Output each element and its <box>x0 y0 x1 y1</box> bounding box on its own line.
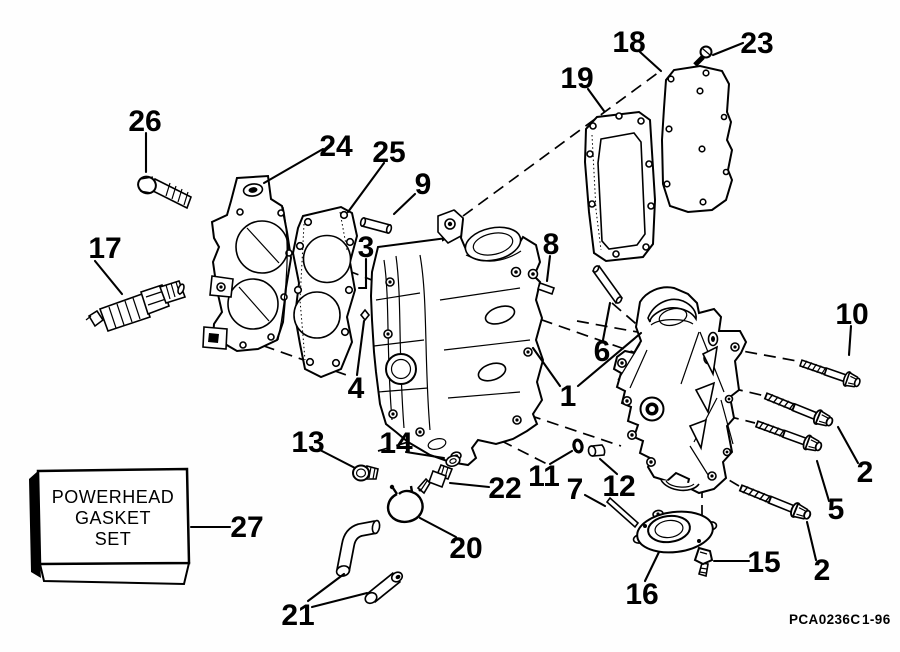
callouts-layer: 1 2 2 3 4 5 6 7 8 9 10 11 12 13 14 15 16… <box>88 26 873 632</box>
flange-bolt-2-lower-drawing <box>737 480 814 524</box>
callout-leader-lines <box>93 41 860 609</box>
callout-10: 10 <box>835 298 868 331</box>
callout-23: 23 <box>740 27 773 60</box>
callout-27: 27 <box>230 511 263 544</box>
callout-12: 12 <box>602 470 635 503</box>
hose-elbow-drawing <box>335 519 381 577</box>
callout-24: 24 <box>319 130 353 163</box>
head-bolt-26-drawing <box>137 175 192 210</box>
drawing-date-code: 1-96 <box>862 612 891 627</box>
pin-8-drawing <box>536 281 556 296</box>
flange-bolt-10-drawing <box>797 355 863 391</box>
head-gasket-drawing <box>291 205 359 379</box>
callout-19: 19 <box>560 62 593 95</box>
callout-4: 4 <box>348 372 365 405</box>
seal-housing-drawing <box>632 509 718 554</box>
cup-plug-drawing <box>587 444 606 457</box>
callout-5: 5 <box>828 493 845 526</box>
drawing-id-code: PCA0236C <box>789 612 860 627</box>
flange-bolt-5-drawing <box>753 416 825 456</box>
crankcase-drawing <box>612 286 748 495</box>
seal-housing-screw-drawing <box>693 546 714 578</box>
callout-26: 26 <box>128 105 161 138</box>
callout-9: 9 <box>415 168 432 201</box>
callout-1: 1 <box>560 380 577 413</box>
callout-2-lower: 2 <box>814 554 831 587</box>
gasket-box-line1: POWERHEAD <box>52 487 175 507</box>
callout-25: 25 <box>372 136 405 169</box>
gasket-box-line3: SET <box>95 529 132 549</box>
washer-drawing <box>445 454 461 468</box>
clamp-drawing <box>386 484 424 524</box>
exhaust-cover-screw-drawing <box>693 45 713 67</box>
gasket-set-box: POWERHEAD GASKET SET <box>29 467 191 586</box>
callout-15: 15 <box>747 546 780 579</box>
callout-22: 22 <box>488 472 521 505</box>
callout-21: 21 <box>281 599 314 632</box>
flange-bolt-2-upper-drawing <box>762 388 836 431</box>
check-valve-drawing <box>359 308 371 322</box>
footer-code: PCA0236C 1-96 <box>789 612 891 627</box>
callout-3: 3 <box>358 231 375 264</box>
oring-drawing <box>572 438 584 454</box>
callout-17: 17 <box>88 232 121 265</box>
callout-14: 14 <box>379 427 413 460</box>
callout-13: 13 <box>291 426 324 459</box>
hose-straight-drawing <box>364 571 404 605</box>
spark-plug-drawing <box>85 280 187 333</box>
dowel-pin-6-drawing <box>591 264 624 305</box>
exhaust-cover-drawing <box>660 64 734 214</box>
callout-20: 20 <box>449 532 482 565</box>
callout-2-upper: 2 <box>857 456 874 489</box>
dowel-pin-9-drawing <box>359 217 393 234</box>
callout-18: 18 <box>612 26 645 59</box>
callout-6: 6 <box>594 335 611 368</box>
callout-8: 8 <box>543 228 560 261</box>
cylinder-head-drawing <box>202 174 293 353</box>
cylinder-block-drawing <box>369 209 545 467</box>
callout-7: 7 <box>567 473 584 506</box>
gasket-box-line2: GASKET <box>75 508 151 528</box>
drain-plug-drawing <box>352 464 379 482</box>
callout-11: 11 <box>528 460 560 493</box>
exhaust-gasket-drawing <box>583 110 657 263</box>
pin-7-drawing <box>605 496 640 529</box>
callout-16: 16 <box>625 578 658 611</box>
fitting-drawing <box>416 463 454 495</box>
